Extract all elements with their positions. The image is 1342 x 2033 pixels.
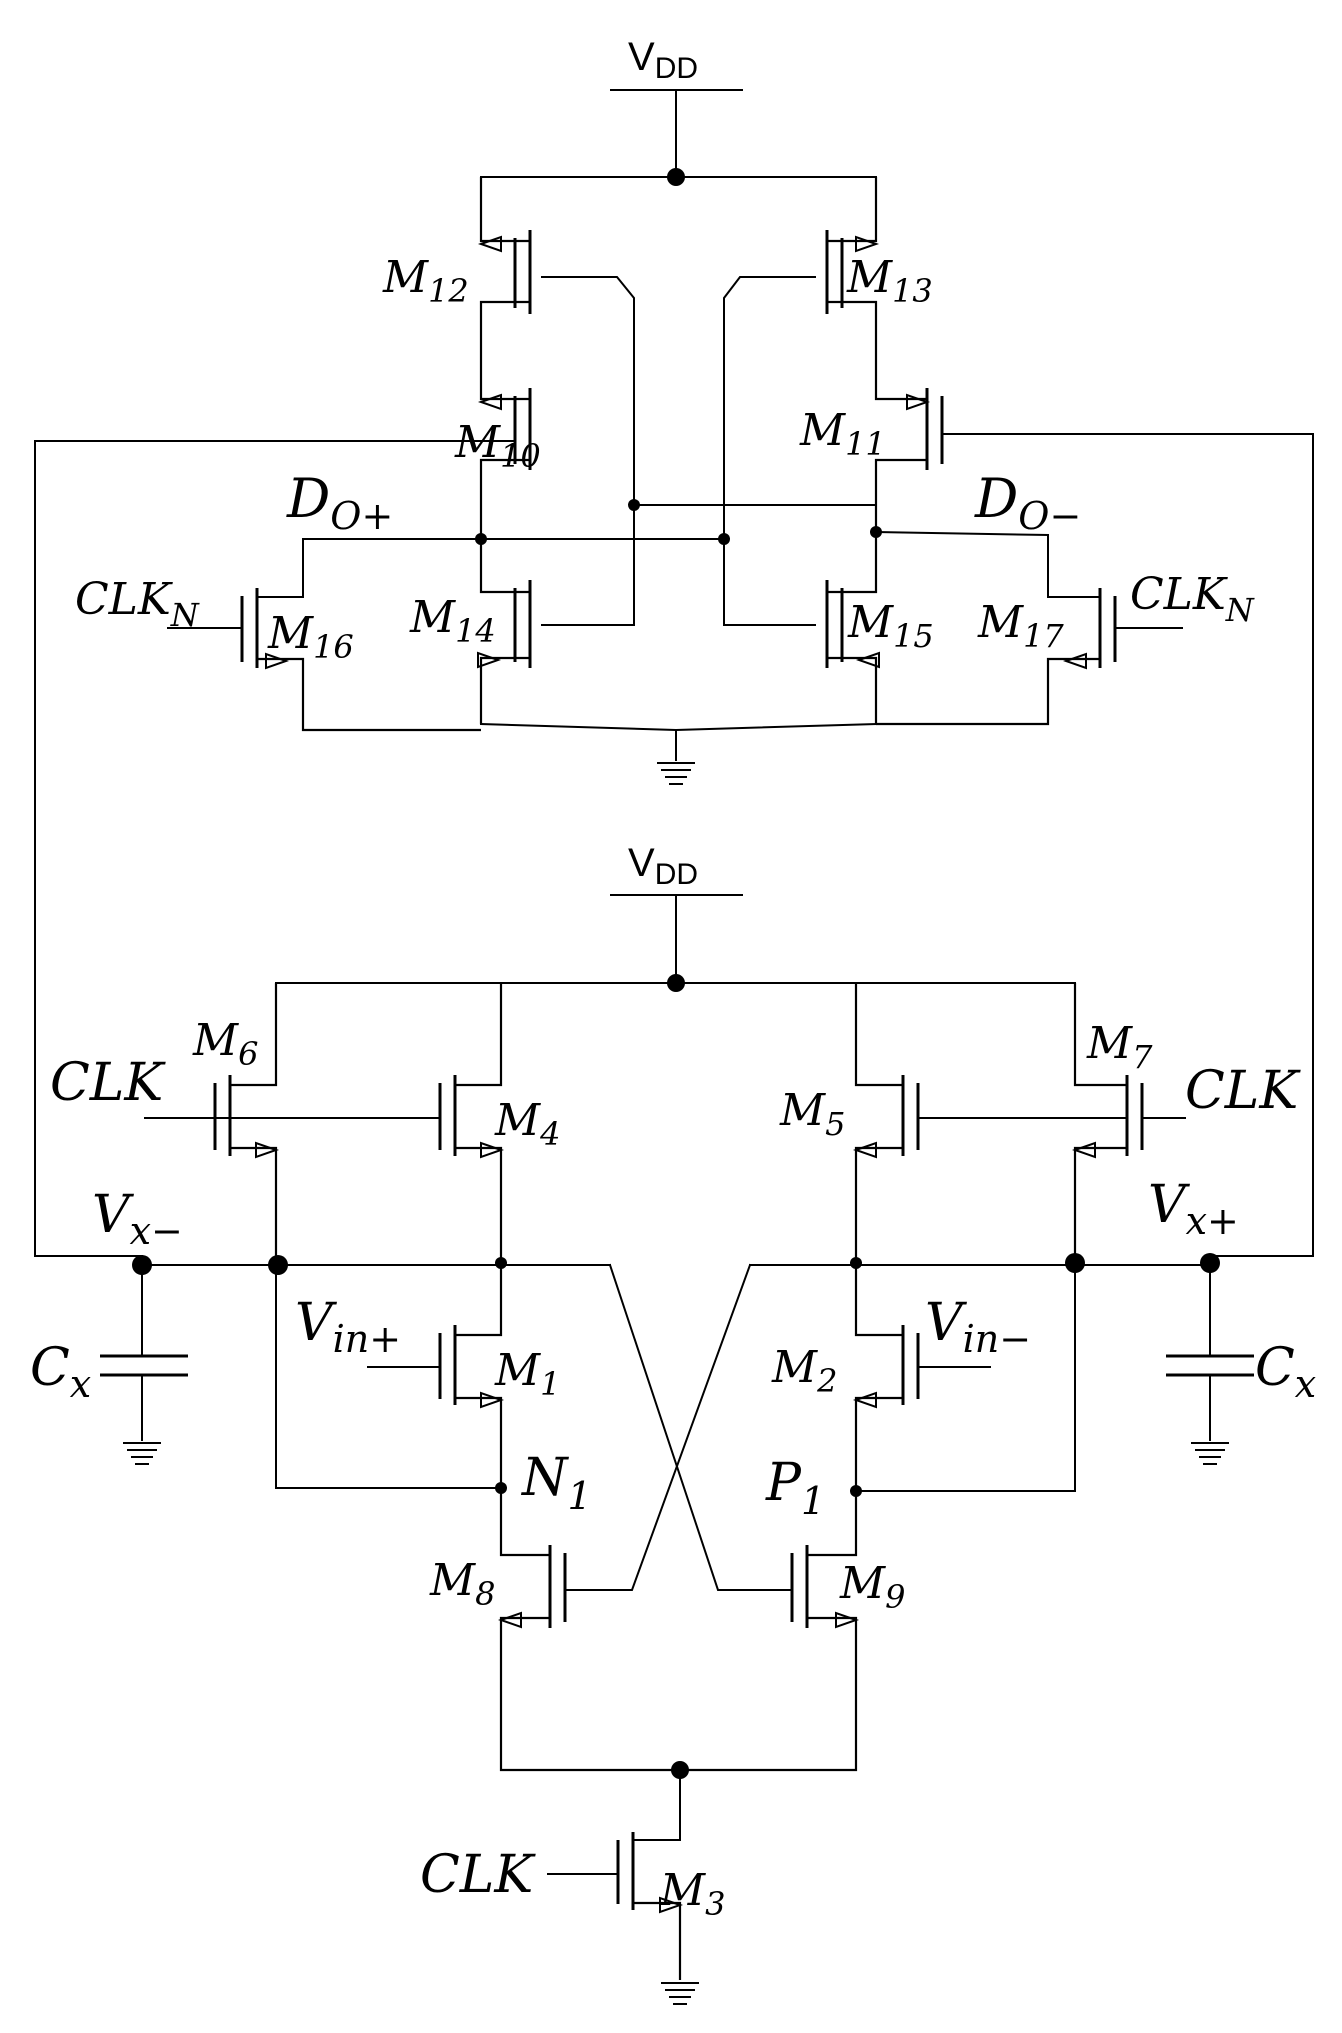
vdd-bottom-label: VDD: [628, 841, 698, 891]
m14-label: M14: [409, 592, 496, 650]
vdd-top-label: VDD: [628, 35, 698, 85]
m1-label: M1: [494, 1345, 560, 1403]
m16-label: M16: [267, 608, 354, 666]
bottom-stage-arrows: [255, 1141, 1096, 1914]
m2-label: M2: [771, 1342, 837, 1400]
labels: VDD VDD M12 M13 M10 M11 DO+ DO− CLKN CLK…: [30, 35, 1316, 1923]
m8-label: M8: [429, 1555, 495, 1613]
cx-left-label: Cx: [30, 1338, 91, 1406]
m6-label: M6: [192, 1015, 258, 1073]
m10-label: M10: [454, 417, 541, 475]
do-plus-label: DO+: [286, 467, 393, 538]
ground-cx-left-icon: [123, 1442, 161, 1465]
m11-label: M11: [799, 405, 886, 463]
ground-m3-icon: [661, 1982, 699, 2005]
m7-label: M7: [1086, 1018, 1153, 1076]
clk-bottom-label: CLK: [420, 1845, 536, 1905]
m12-label: M12: [382, 252, 469, 310]
vin-plus-label: Vin+: [295, 1293, 401, 1361]
clkn-right-label: CLKN: [1130, 569, 1255, 629]
m3-label: M3: [659, 1865, 725, 1923]
clk-left-label: CLK: [50, 1053, 166, 1113]
vin-minus-label: Vin−: [925, 1293, 1031, 1361]
clk-right-label: CLK: [1185, 1061, 1301, 1121]
ground-top-icon: [657, 762, 695, 785]
m4-label: M4: [494, 1095, 560, 1153]
m17-label: M17: [977, 597, 1064, 655]
bottom-stage-wires: [100, 894, 1254, 1980]
top-latch-arrows: [265, 235, 1087, 670]
do-minus-label: DO−: [974, 467, 1081, 538]
vx-minus-label: Vx−: [92, 1185, 183, 1253]
p1-label: P1: [765, 1453, 825, 1523]
m15-label: M15: [847, 597, 934, 655]
n1-label: N1: [520, 1448, 592, 1518]
vx-plus-label: Vx+: [1148, 1175, 1239, 1243]
m13-label: M13: [846, 252, 933, 310]
m5-label: M5: [779, 1085, 845, 1143]
m9-label: M9: [839, 1558, 905, 1616]
clkn-left-label: CLKN: [75, 574, 200, 634]
top-latch-wires: [34, 89, 1314, 1257]
junction-dots: [132, 168, 1220, 1779]
ground-cx-right-icon: [1191, 1442, 1229, 1465]
cx-right-label: Cx: [1255, 1338, 1316, 1406]
